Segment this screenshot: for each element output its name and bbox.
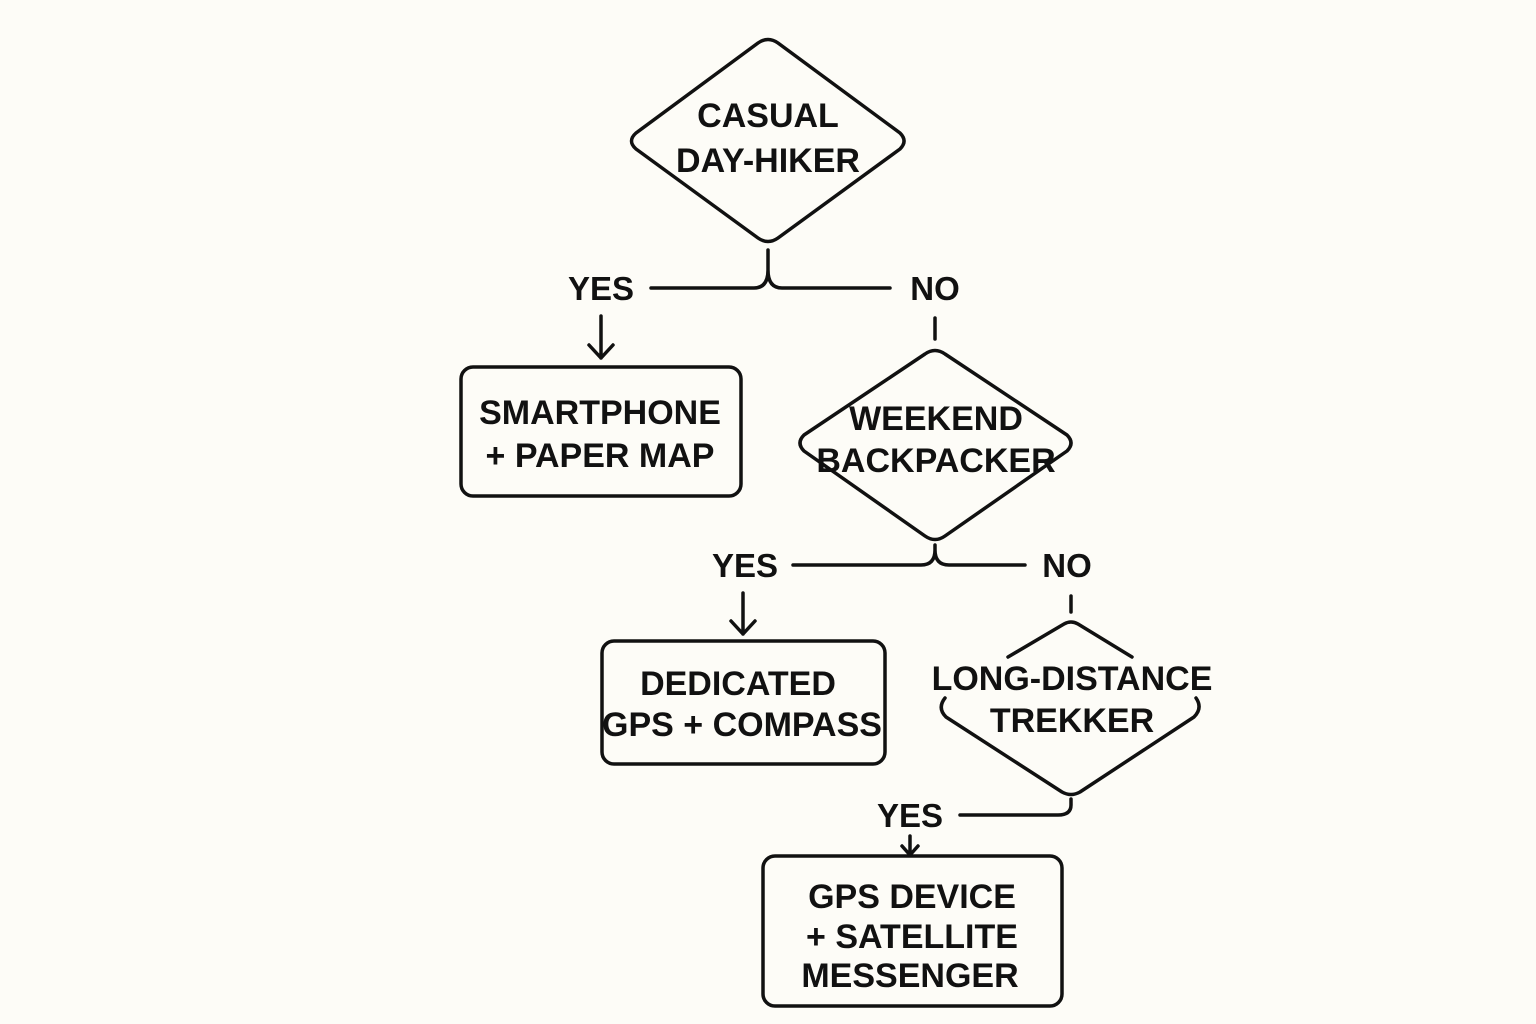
arrow-down-icon — [587, 314, 615, 360]
decision-weekend-backpacker: WEEKEND BACKPACKER — [798, 348, 1073, 542]
branch-connector — [958, 797, 1073, 817]
outcome-smartphone-paper-map: SMARTPHONE + PAPER MAP — [459, 365, 743, 498]
outcome-box — [459, 365, 743, 498]
yes-label: YES — [877, 797, 943, 834]
yes-label: YES — [568, 270, 634, 307]
branch-connector — [791, 543, 1027, 567]
outcome-box — [761, 854, 1064, 1008]
outcome-label: + SATELLITE — [806, 918, 1018, 956]
arrow-down-icon — [729, 591, 757, 636]
diamond-shape — [798, 348, 1073, 542]
no-label: NO — [1042, 547, 1092, 584]
outcome-label: GPS + COMPASS — [602, 706, 882, 744]
diamond-shape — [939, 620, 1201, 797]
decision-label: TREKKER — [990, 702, 1154, 740]
diamond-shape — [629, 37, 906, 244]
outcome-label: GPS DEVICE — [808, 878, 1016, 916]
decision-long-distance-trekker: LONG-DISTANCE TREKKER — [932, 620, 1213, 797]
decision-label: WEEKEND — [849, 400, 1023, 438]
no-label: NO — [910, 270, 960, 307]
outcome-label: MESSENGER — [801, 957, 1018, 995]
outcome-label: SMARTPHONE — [479, 394, 721, 432]
outcome-gps-device-satellite-messenger: GPS DEVICE + SATELLITE MESSENGER — [761, 854, 1064, 1008]
branch-connector — [649, 248, 892, 290]
decision-label: BACKPACKER — [816, 442, 1055, 480]
outcome-label: + PAPER MAP — [486, 437, 715, 475]
outcome-label: DEDICATED — [640, 665, 836, 703]
decision-label: LONG-DISTANCE — [932, 660, 1213, 698]
decision-label: DAY-HIKER — [676, 142, 860, 180]
outcome-box — [600, 639, 887, 766]
outcome-dedicated-gps-compass: DEDICATED GPS + COMPASS — [600, 639, 887, 766]
yes-label: YES — [712, 547, 778, 584]
decision-label: CASUAL — [697, 97, 839, 135]
decision-casual-day-hiker: CASUAL DAY-HIKER — [629, 37, 906, 244]
arrow-down-icon — [900, 834, 920, 857]
